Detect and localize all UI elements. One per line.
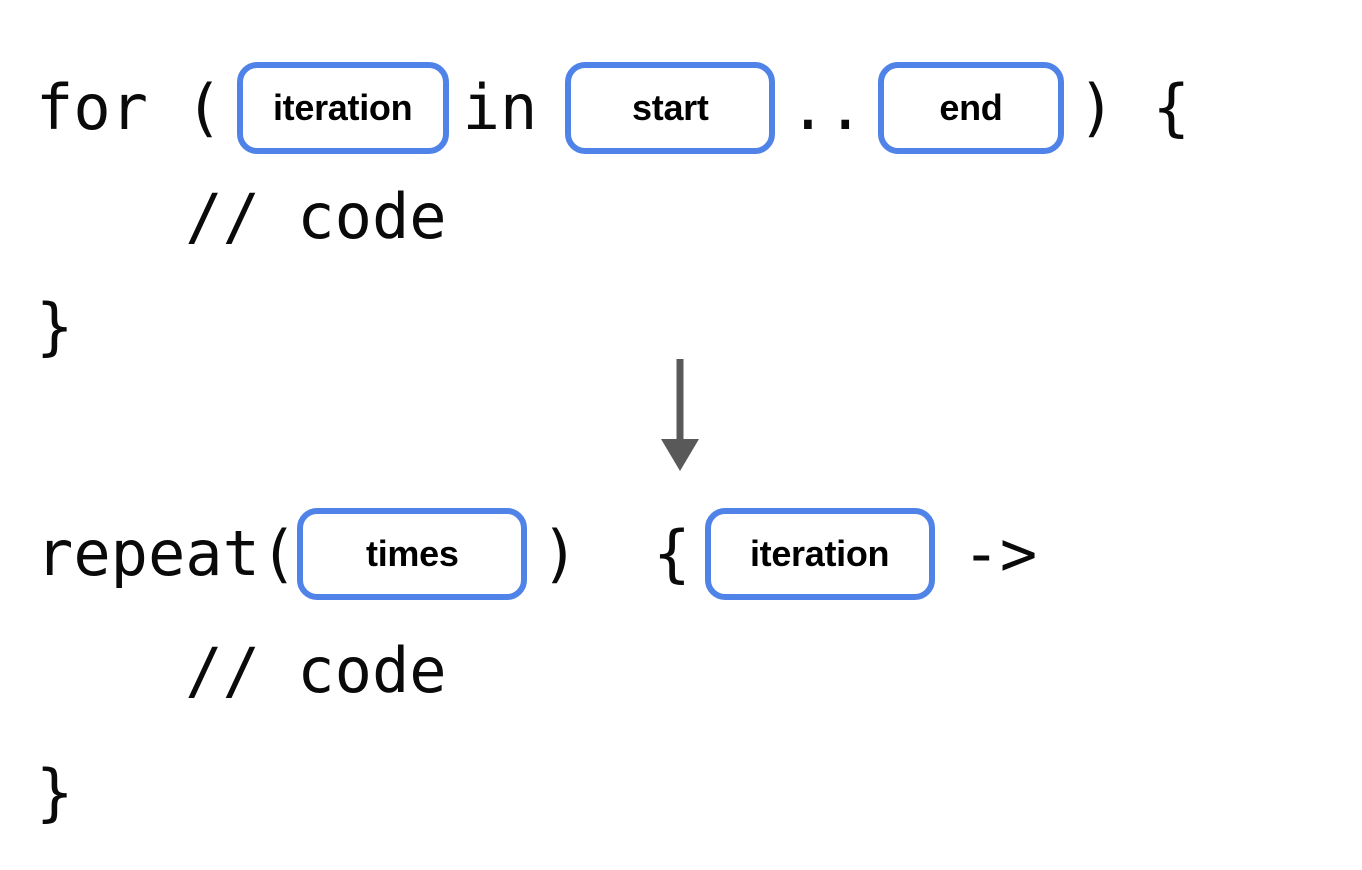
downward-transform-arrow: [645, 355, 715, 475]
placeholder-iteration-after[interactable]: iteration: [704, 508, 935, 600]
comment-code-after: // code: [36, 634, 447, 707]
placeholder-start-label: start: [632, 87, 709, 128]
lambda-arrow: ->: [962, 517, 1038, 590]
placeholder-times-label: times: [366, 533, 459, 574]
placeholder-end-label: end: [939, 87, 1003, 128]
code-line-close-after: }: [36, 762, 73, 824]
code-line-comment-before: // code: [36, 180, 447, 253]
placeholder-end[interactable]: end: [877, 62, 1064, 154]
closing-brace-before: }: [36, 290, 74, 363]
keyword-for-open: for (: [36, 71, 223, 144]
placeholder-iteration-after-label: iteration: [749, 533, 890, 574]
code-line-close-before: }: [36, 296, 73, 358]
placeholder-times[interactable]: times: [297, 508, 528, 600]
placeholder-iteration-before-label: iteration: [272, 87, 413, 128]
range-operator: ..: [789, 71, 864, 144]
for-header-close: ) {: [1077, 71, 1190, 144]
placeholder-start[interactable]: start: [565, 62, 776, 154]
code-line-for-header: for ( iteration in start .. end ) {: [36, 62, 1190, 154]
code-line-repeat-header: repeat( times ) { iteration ->: [36, 508, 1037, 600]
placeholder-iteration-before[interactable]: iteration: [236, 62, 449, 154]
comment-code-before: // code: [36, 180, 447, 253]
repeat-header-middle: ) {: [541, 517, 691, 590]
function-repeat-open: repeat(: [36, 517, 298, 590]
keyword-in: in: [462, 71, 538, 144]
code-line-comment-after: // code: [36, 634, 447, 707]
closing-brace-after: }: [36, 756, 74, 829]
